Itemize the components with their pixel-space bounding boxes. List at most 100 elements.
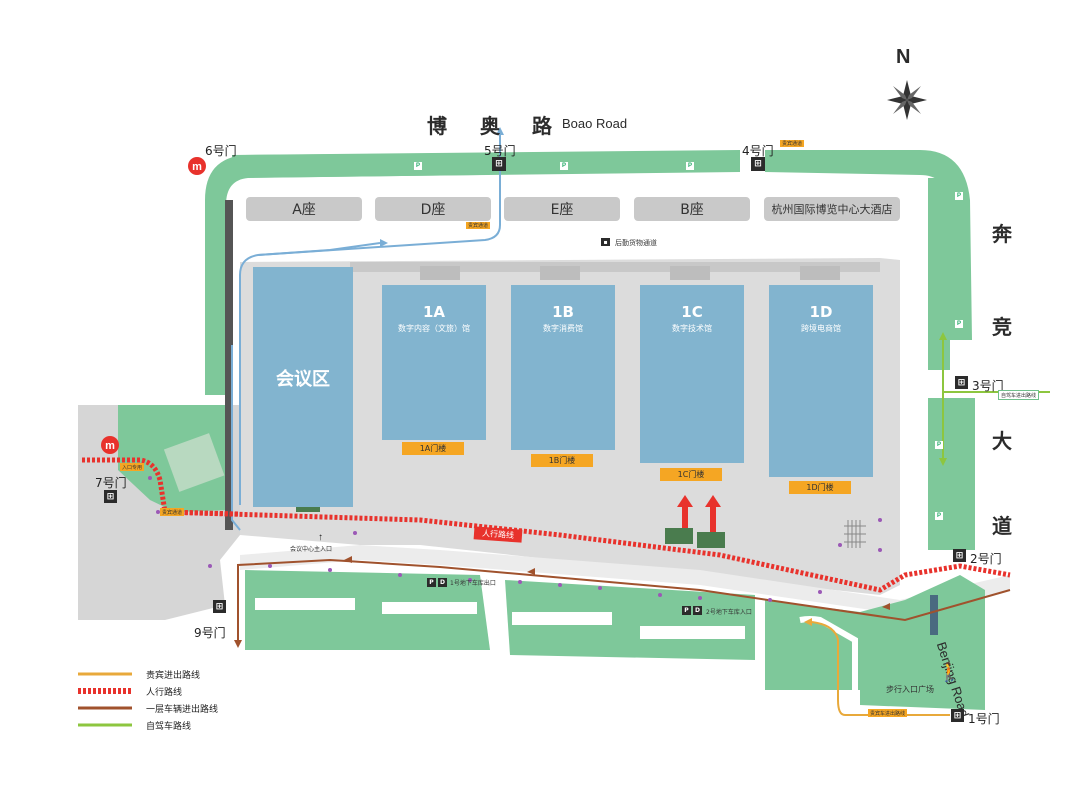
gate-3: 3号门 [972, 379, 1004, 393]
gate-3-icon: ⊞ [955, 376, 968, 389]
door-1c: 1C门楼 [660, 468, 722, 481]
svg-text:m: m [105, 440, 115, 452]
gate-2-icon: ⊞ [953, 549, 966, 562]
stairs [844, 520, 866, 548]
gate-5-icon: ⊞ [492, 157, 506, 171]
parking-marker: P [686, 162, 694, 170]
parking-marker: P [935, 441, 943, 449]
roof-strip [350, 262, 880, 272]
door-1b: 1B门楼 [531, 454, 593, 467]
metro-logo-icon: m [188, 157, 206, 175]
gate-7-icon: ⊞ [104, 490, 117, 503]
road-boao-char-3: 路 [532, 114, 552, 138]
building-hotel: 杭州国际博览中心大酒店 [764, 197, 900, 221]
hall-1a-code: 1A [422, 303, 446, 321]
legend-pedestrian-label: 人行路线 [146, 688, 183, 698]
parking-marker: P [955, 192, 963, 200]
gate-1: 1号门 [968, 712, 1000, 726]
up-arrow-icon: ↑ [318, 532, 323, 543]
legend-selfdrive-label: 自驾车路线 [146, 722, 192, 732]
northeast-green-belt [765, 150, 972, 340]
cargo-channel-label: 后勤货物通道 [615, 239, 657, 247]
garage-entry-2-label: 2号地下车库入口 [706, 609, 752, 616]
pedestrian-icon: 🚶 [938, 662, 961, 682]
conference-entrance-label: 会议中心主入口 [290, 546, 333, 553]
conference-area: 会议区 [253, 267, 353, 507]
gate-4: 4号门 [742, 144, 774, 158]
south-road [240, 545, 1010, 615]
gate-7: 7号门 [95, 476, 127, 490]
east-green-lower [928, 398, 975, 550]
hall-1b-name: 数字消费馆 [543, 324, 583, 333]
blue-flow-west [239, 242, 381, 505]
vip-route [811, 621, 950, 716]
legend-vehicle-label: 一层车辆进出路线 [146, 705, 219, 715]
parking-icon: P [427, 578, 436, 587]
south-green-2 [505, 580, 755, 660]
walk-plaza-label: 步行入口广场 [886, 685, 934, 694]
hall-1c-name: 数字技术馆 [672, 324, 712, 333]
hall-1d: 1D 跨境电商馆 [769, 285, 873, 477]
hall-1c: 1C 数字技术馆 [640, 285, 744, 463]
road-boao-char-1: 博 [427, 114, 447, 138]
tree-cluster [697, 532, 725, 548]
gate-1-icon: ⊞ [951, 709, 964, 722]
hall-1b-code: 1B [552, 303, 574, 321]
hall-1b: 1B 数字消费馆 [511, 285, 615, 450]
west-park-pavilion [163, 433, 225, 492]
road-benjing-char-2: 竞 [992, 315, 1012, 339]
metro-logo-icon: m [101, 436, 119, 454]
vehicle-route [237, 558, 1011, 640]
conference-label: 会议区 [276, 369, 330, 390]
pedestrian-route [82, 457, 1011, 593]
gate-9-icon: ⊞ [213, 600, 226, 613]
gate-9: 9号门 [194, 626, 226, 640]
door-1a: 1A门楼 [402, 442, 464, 455]
south-green-1 [245, 570, 490, 650]
door-1d: 1D门楼 [789, 481, 851, 494]
vip-route-tag: 贵宾车进出路线 [868, 709, 908, 717]
parking-marker: P [560, 162, 568, 170]
vip-entrance-tag: 贵宾通道 [160, 508, 185, 516]
east-green-inner [928, 178, 950, 370]
building-e: E座 [504, 197, 620, 221]
gate-5: 5号门 [484, 144, 516, 158]
road-benjing-char-4: 道 [992, 514, 1012, 538]
compass-rose-icon [887, 80, 927, 120]
vip-entrance-tag: 贵宾通道 [780, 140, 805, 147]
west-green-belt [205, 153, 480, 395]
metro-entrance-bar [930, 595, 938, 635]
hall-1a-name: 数字内容（文旅）馆 [398, 324, 470, 333]
parking-marker: P [414, 162, 422, 170]
hall-1d-code: 1D [809, 303, 833, 321]
gate-2: 2号门 [970, 552, 1002, 566]
lamp-dots [148, 476, 882, 602]
entrance-tag: 入口专用 [120, 463, 145, 471]
truck-icon: ▪ [601, 238, 610, 246]
exit-icon: D [438, 578, 447, 587]
hall-1c-code: 1C [681, 303, 703, 321]
gate-4-icon: ⊞ [751, 157, 765, 171]
garage-exit-1-label: 1号地下车库出口 [450, 580, 496, 587]
gate-6: 6号门 [205, 144, 237, 158]
road-benjing-char-1: 奔 [992, 222, 1012, 246]
road-boao-en: Boao Road [562, 116, 628, 131]
building-a: A座 [246, 197, 362, 221]
blue-flow-north [257, 135, 501, 256]
compass-north-label: N [896, 46, 911, 68]
road-benjing-char-3: 大 [992, 429, 1012, 453]
southeast-plaza [860, 575, 985, 710]
legend-vip-label: 贵宾进出路线 [146, 671, 201, 681]
self-drive-tag: 自驾车进出路线 [998, 390, 1040, 400]
south-green-3 [765, 600, 860, 690]
road-boao-char-2: 奥 [480, 114, 500, 138]
building-d: D座 [375, 197, 491, 221]
building-b: B座 [634, 197, 750, 221]
west-wall [225, 200, 233, 530]
entry-icon: D [693, 606, 702, 615]
parking-marker: P [935, 512, 943, 520]
parking-icon: P [682, 606, 691, 615]
hall-1a: 1A 数字内容（文旅）馆 [382, 285, 486, 440]
parking-marker: P [955, 320, 963, 328]
svg-text:m: m [192, 161, 202, 173]
